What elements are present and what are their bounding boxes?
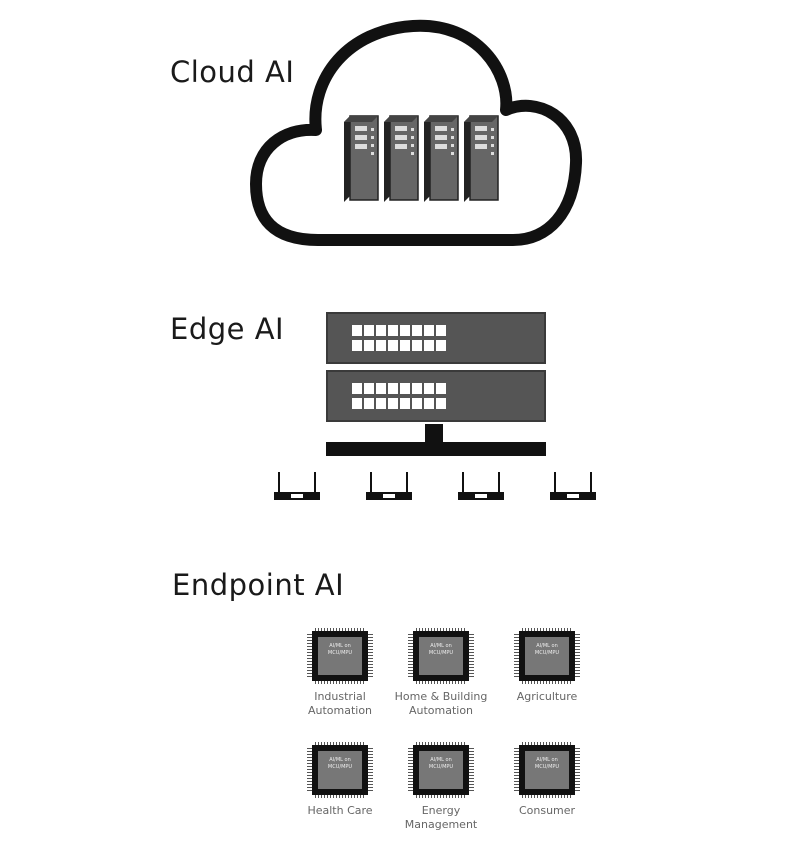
port bbox=[424, 325, 434, 336]
server-icon bbox=[464, 115, 499, 202]
port-grid bbox=[352, 383, 446, 409]
rack-server-icon bbox=[326, 370, 546, 422]
device-label: Agriculture bbox=[516, 690, 578, 703]
endpoint-ai-title: Endpoint AI bbox=[172, 568, 345, 602]
port bbox=[400, 383, 410, 394]
device-agriculture: AI/ML on MCU/MPU Agriculture bbox=[487, 628, 607, 704]
port bbox=[364, 383, 374, 394]
port bbox=[364, 340, 374, 351]
microcontroller-chip-icon: AI/ML on MCU/MPU bbox=[514, 628, 580, 684]
port bbox=[412, 383, 422, 394]
port bbox=[436, 325, 446, 336]
router-icon bbox=[274, 472, 320, 502]
server-icon bbox=[384, 115, 419, 202]
port bbox=[424, 383, 434, 394]
port bbox=[352, 398, 362, 409]
port bbox=[364, 398, 374, 409]
port bbox=[352, 325, 362, 336]
server-group bbox=[344, 115, 499, 202]
port bbox=[424, 340, 434, 351]
server-icon bbox=[424, 115, 459, 202]
port bbox=[400, 325, 410, 336]
microcontroller-chip-icon: AI/ML on MCU/MPU bbox=[408, 742, 474, 798]
microcontroller-chip-icon: AI/ML on MCU/MPU bbox=[307, 742, 373, 798]
microcontroller-chip-icon: AI/ML on MCU/MPU bbox=[514, 742, 580, 798]
port bbox=[412, 398, 422, 409]
port bbox=[400, 340, 410, 351]
cloud-ai-title: Cloud AI bbox=[170, 55, 295, 89]
port bbox=[388, 325, 398, 336]
port bbox=[436, 383, 446, 394]
chip-text: AI/ML on MCU/MPU bbox=[534, 643, 560, 656]
rack-server-icon bbox=[326, 312, 546, 364]
port bbox=[352, 340, 362, 351]
network-bus bbox=[326, 442, 546, 456]
device-consumer: AI/ML on MCU/MPU Consumer bbox=[487, 742, 607, 818]
router-icon bbox=[458, 472, 504, 502]
port-grid bbox=[352, 325, 446, 351]
port bbox=[436, 340, 446, 351]
port bbox=[388, 398, 398, 409]
port bbox=[376, 398, 386, 409]
chip-text: AI/ML on MCU/MPU bbox=[327, 643, 353, 656]
port bbox=[400, 398, 410, 409]
port bbox=[388, 340, 398, 351]
port bbox=[376, 340, 386, 351]
device-health-care: AI/ML on MCU/MPU Health Care bbox=[280, 742, 400, 818]
chip-text: AI/ML on MCU/MPU bbox=[534, 757, 560, 770]
port bbox=[376, 325, 386, 336]
port bbox=[364, 325, 374, 336]
port bbox=[412, 325, 422, 336]
chip-text: AI/ML on MCU/MPU bbox=[327, 757, 353, 770]
port bbox=[352, 383, 362, 394]
server-icon bbox=[344, 115, 379, 202]
chip-text: AI/ML on MCU/MPU bbox=[428, 757, 454, 770]
port bbox=[436, 398, 446, 409]
cloud-icon bbox=[250, 19, 583, 246]
microcontroller-chip-icon: AI/ML on MCU/MPU bbox=[408, 628, 474, 684]
microcontroller-chip-icon: AI/ML on MCU/MPU bbox=[307, 628, 373, 684]
port bbox=[424, 398, 434, 409]
router-icon bbox=[366, 472, 412, 502]
port bbox=[412, 340, 422, 351]
chip-text: AI/ML on MCU/MPU bbox=[428, 643, 454, 656]
rack-stand bbox=[425, 424, 443, 444]
port bbox=[388, 383, 398, 394]
router-icon bbox=[550, 472, 596, 502]
device-label: Health Care bbox=[307, 804, 373, 817]
edge-ai-title: Edge AI bbox=[170, 312, 285, 346]
port bbox=[376, 383, 386, 394]
device-label: Consumer bbox=[518, 804, 576, 817]
